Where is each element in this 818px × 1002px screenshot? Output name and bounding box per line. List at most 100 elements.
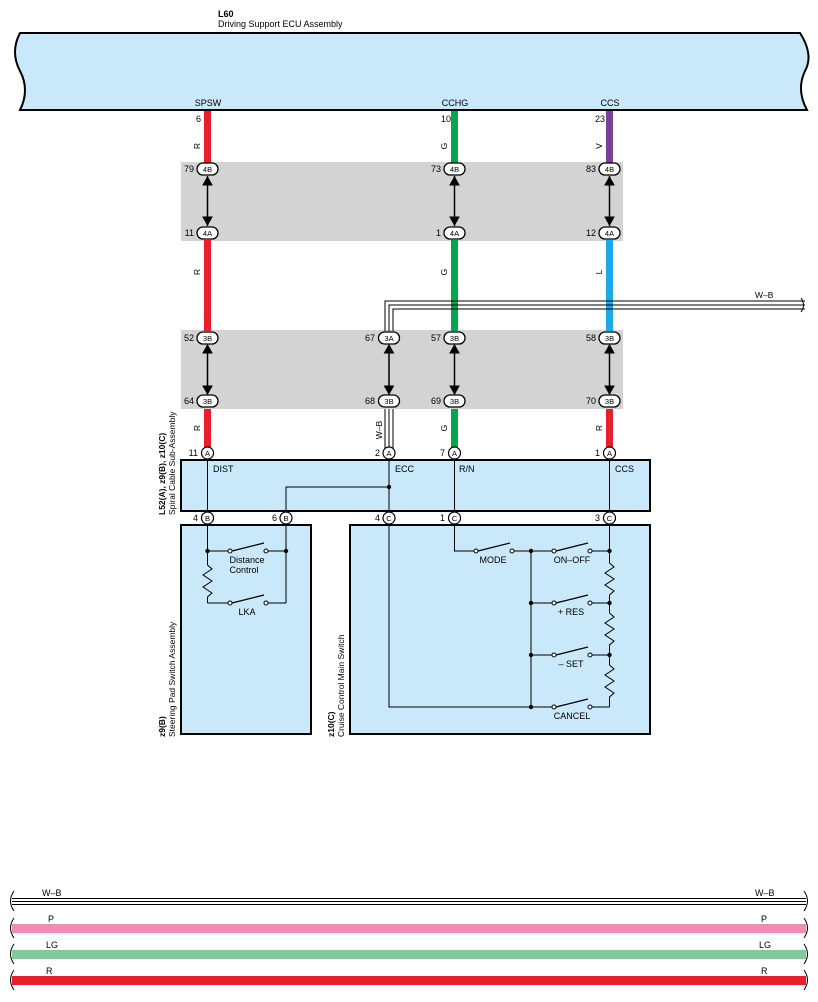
steering-pad-name: Steering Pad Switch Assembly <box>167 621 177 737</box>
legend-label-left: W–B <box>42 888 62 898</box>
junction-dot <box>283 548 289 554</box>
svg-text:C: C <box>607 514 613 523</box>
svg-text:83: 83 <box>586 164 596 174</box>
svg-text:B: B <box>283 514 288 523</box>
svg-text:64: 64 <box>184 396 194 406</box>
wire-ccs <box>606 111 613 449</box>
switch-mode-label: MODE <box>480 555 507 565</box>
svg-text:3B: 3B <box>384 397 393 406</box>
cruise-main-box <box>349 524 651 735</box>
svg-text:1: 1 <box>436 228 441 238</box>
svg-text:67: 67 <box>365 333 375 343</box>
switch-lka-label: LKA <box>238 607 255 617</box>
svg-text:79: 79 <box>184 164 194 174</box>
spiral-top-pin-numbers: 11 2 7 1 <box>189 448 600 458</box>
svg-text:A: A <box>386 449 391 458</box>
svg-text:68: 68 <box>365 396 375 406</box>
svg-text:G: G <box>439 425 449 432</box>
ecu-body <box>14 32 810 111</box>
svg-text:A: A <box>452 449 457 458</box>
svg-text:A: A <box>607 449 612 458</box>
bottom-wire-p: P P <box>10 914 808 939</box>
svg-text:G: G <box>439 269 449 276</box>
cruise-main-name: Cruise Control Main Switch <box>336 634 346 737</box>
junction-arrows <box>202 175 615 396</box>
pin-ccs2: CCS <box>615 464 634 474</box>
steering-pad-code: z9(B) <box>157 716 167 737</box>
svg-text:W–B: W–B <box>374 420 384 439</box>
cruise-main-code: z10(C) <box>326 711 336 737</box>
svg-text:R: R <box>192 143 202 149</box>
wire-wb-label: W–B <box>755 290 774 300</box>
svg-text:1: 1 <box>595 448 600 458</box>
spiral-code: L52(A), z9(B), z10(C) <box>157 433 167 515</box>
spiral-bottom-pin-tags: B B C C C <box>205 514 613 523</box>
ecu-code: L60 <box>218 9 234 19</box>
spiral-top-pins <box>200 446 617 460</box>
steering-pad-circuit <box>202 524 287 606</box>
svg-text:4: 4 <box>193 513 198 523</box>
svg-text:3B: 3B <box>450 334 459 343</box>
switch-cancel-label: CANCEL <box>554 711 591 721</box>
pin-cchg: CCHG <box>442 98 469 108</box>
svg-text:V: V <box>594 143 604 149</box>
steering-pad-box <box>180 524 312 735</box>
svg-text:C: C <box>386 514 392 523</box>
svg-text:2: 2 <box>375 448 380 458</box>
svg-text:B: B <box>205 514 210 523</box>
bottom-wire-r: R R <box>10 966 808 991</box>
legend-label-right: LG <box>759 940 771 950</box>
svg-text:R: R <box>594 425 604 431</box>
svg-text:6: 6 <box>196 114 201 124</box>
cruise-junction-dots <box>528 548 612 710</box>
svg-text:23: 23 <box>595 114 605 124</box>
connector-pin-numbers: 79 73 83 11 1 12 52 67 57 58 64 68 69 70 <box>184 164 596 406</box>
spiral-name: Spiral Cable Sub-Assembly <box>167 411 177 515</box>
legend-label-right: W–B <box>755 888 775 898</box>
pin-spsw: SPSW <box>195 98 222 108</box>
junction-band-3 <box>181 330 623 409</box>
svg-text:4A: 4A <box>203 229 212 238</box>
legend-label-left: LG <box>46 940 58 950</box>
switch-distance-label-1: Distance <box>229 555 264 565</box>
switch-res-label: + RES <box>558 607 584 617</box>
switch-distance-label-2: Control <box>229 565 258 575</box>
junction-dot <box>205 548 210 554</box>
svg-text:3B: 3B <box>203 397 212 406</box>
svg-text:4A: 4A <box>605 229 614 238</box>
svg-text:10: 10 <box>441 114 451 124</box>
svg-text:69: 69 <box>431 396 441 406</box>
pin-ecc: ECC <box>395 464 415 474</box>
wire-wb <box>384 297 805 449</box>
svg-text:4B: 4B <box>450 165 459 174</box>
svg-text:3B: 3B <box>450 397 459 406</box>
svg-text:3B: 3B <box>605 334 614 343</box>
pin-ccs: CCS <box>600 98 619 108</box>
legend-label-right: P <box>761 914 767 924</box>
svg-text:3B: 3B <box>605 397 614 406</box>
spiral-bottom-pins <box>200 511 617 525</box>
bottom-wire-lg: LG LG <box>10 940 808 965</box>
spiral-bottom-pin-numbers: 4 6 4 1 3 <box>193 513 600 523</box>
svg-text:7: 7 <box>440 448 445 458</box>
legend-label-left: R <box>46 966 53 976</box>
svg-text:R: R <box>192 425 202 431</box>
spiral-top-pin-tags: A A A A <box>205 449 612 458</box>
legend-label-left: P <box>48 914 54 924</box>
svg-text:11: 11 <box>189 448 198 458</box>
svg-text:1: 1 <box>440 513 445 523</box>
svg-text:4A: 4A <box>450 229 459 238</box>
svg-text:4B: 4B <box>203 165 212 174</box>
svg-text:4B: 4B <box>605 165 614 174</box>
junction-dot <box>386 484 392 490</box>
svg-text:52: 52 <box>184 333 194 343</box>
svg-text:G: G <box>439 143 449 150</box>
junction-band-4 <box>181 162 623 241</box>
pin-dist: DIST <box>213 464 234 474</box>
svg-text:73: 73 <box>431 164 441 174</box>
wire-labels: 6 10 23 R G V R G L R W–B G R <box>192 114 605 439</box>
svg-text:57: 57 <box>431 333 441 343</box>
switch-set-label: – SET <box>558 659 584 669</box>
svg-text:12: 12 <box>586 228 596 238</box>
